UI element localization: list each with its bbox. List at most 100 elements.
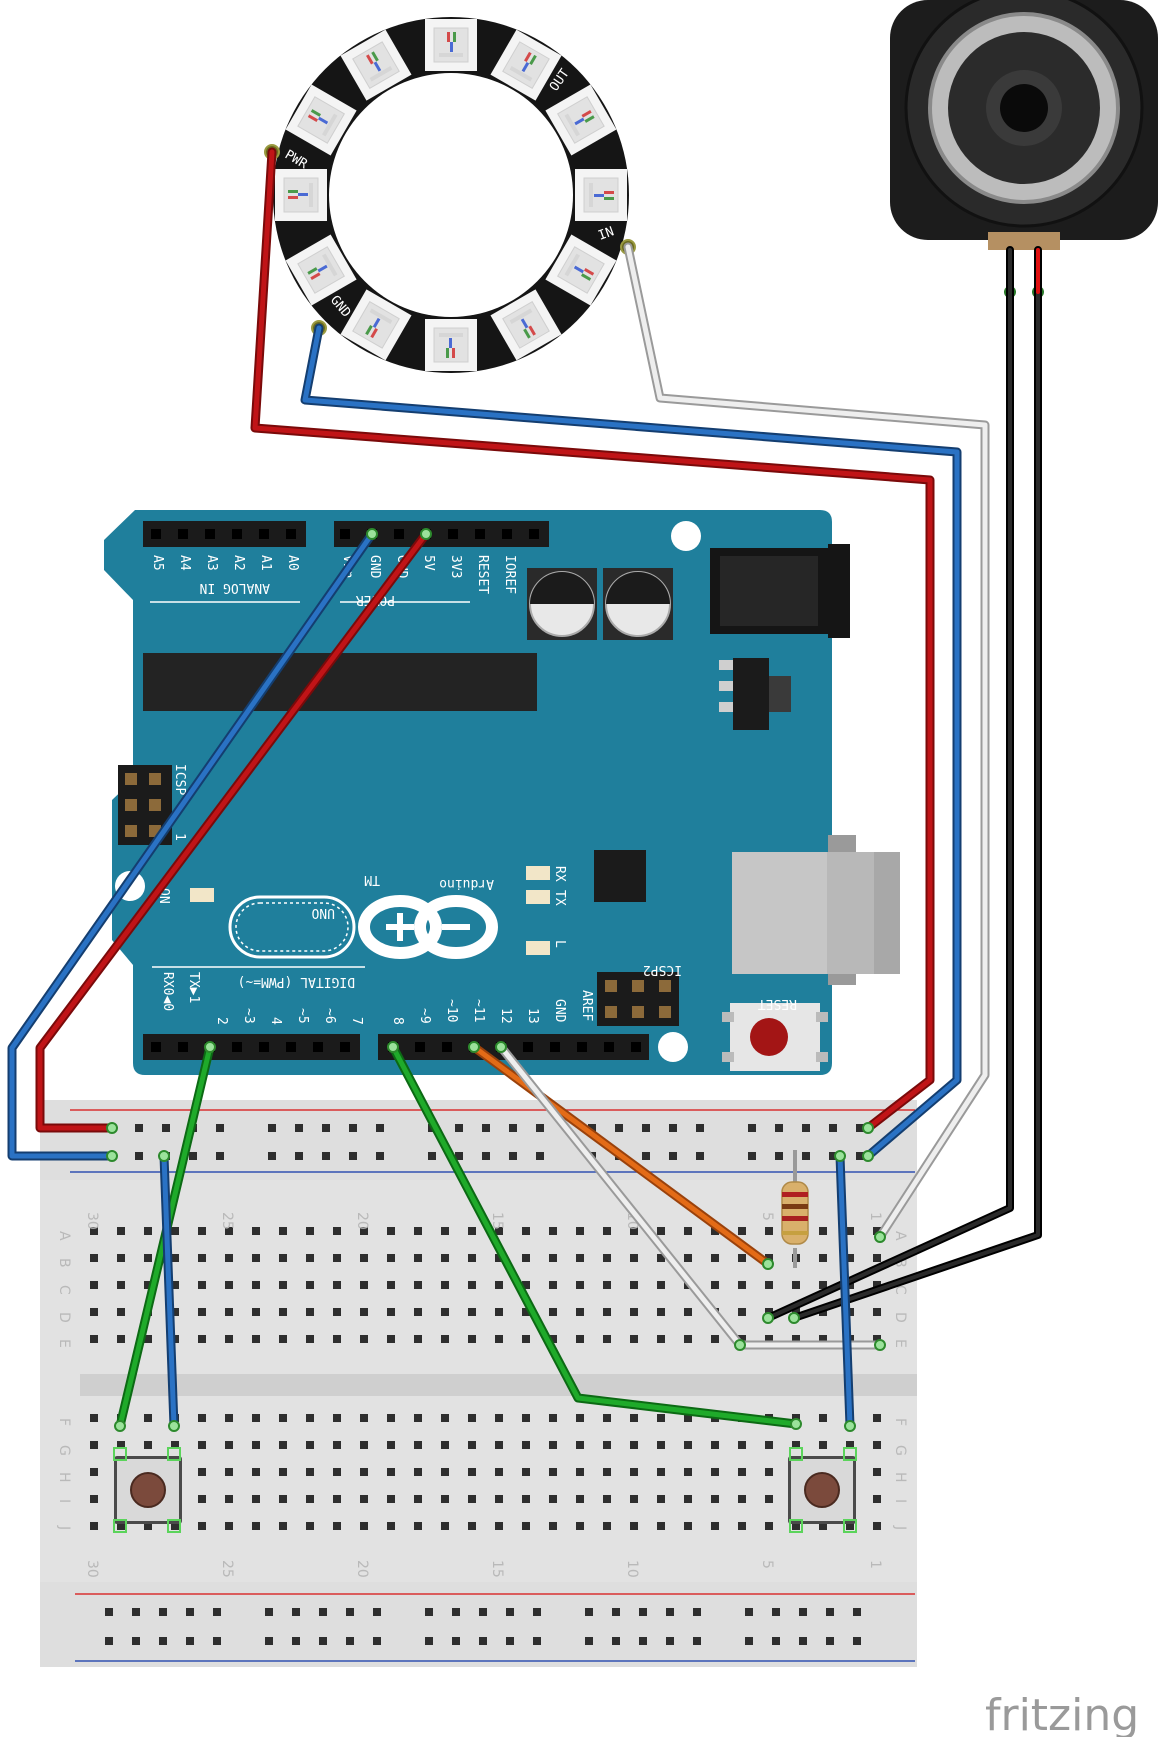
- breadboard-hole[interactable]: [414, 1414, 422, 1422]
- rail-hole[interactable]: [853, 1637, 861, 1645]
- rail-hole[interactable]: [132, 1637, 140, 1645]
- breadboard-hole[interactable]: [657, 1335, 665, 1343]
- breadboard-hole[interactable]: [252, 1335, 260, 1343]
- breadboard-hole[interactable]: [333, 1414, 341, 1422]
- breadboard-hole[interactable]: [225, 1468, 233, 1476]
- rail-hole[interactable]: [428, 1152, 436, 1160]
- header-pin[interactable]: [394, 529, 404, 539]
- header-pin[interactable]: [523, 1042, 533, 1052]
- breadboard-hole[interactable]: [279, 1335, 287, 1343]
- breadboard-hole[interactable]: [387, 1254, 395, 1262]
- wire-endpoint[interactable]: [874, 1339, 886, 1351]
- breadboard-hole[interactable]: [684, 1254, 692, 1262]
- breadboard-hole[interactable]: [117, 1335, 125, 1343]
- breadboard-hole[interactable]: [603, 1414, 611, 1422]
- breadboard-hole[interactable]: [198, 1227, 206, 1235]
- breadboard-hole[interactable]: [549, 1308, 557, 1316]
- breadboard-hole[interactable]: [333, 1495, 341, 1503]
- breadboard-hole[interactable]: [792, 1335, 800, 1343]
- breadboard-hole[interactable]: [468, 1281, 476, 1289]
- breadboard-hole[interactable]: [360, 1254, 368, 1262]
- breadboard-hole[interactable]: [711, 1522, 719, 1530]
- rail-hole[interactable]: [799, 1608, 807, 1616]
- rail-hole[interactable]: [479, 1608, 487, 1616]
- rail-hole[interactable]: [105, 1637, 113, 1645]
- rail-hole[interactable]: [745, 1608, 753, 1616]
- wire-endpoint[interactable]: [734, 1339, 746, 1351]
- usb-port[interactable]: [732, 835, 900, 985]
- breadboard-hole[interactable]: [306, 1495, 314, 1503]
- breadboard-hole[interactable]: [846, 1254, 854, 1262]
- wire-endpoint[interactable]: [204, 1041, 216, 1053]
- breadboard-hole[interactable]: [576, 1495, 584, 1503]
- breadboard-hole[interactable]: [792, 1281, 800, 1289]
- rail-hole[interactable]: [268, 1124, 276, 1132]
- header-pin[interactable]: [151, 529, 161, 539]
- breadboard-hole[interactable]: [819, 1254, 827, 1262]
- breadboard-hole[interactable]: [90, 1414, 98, 1422]
- breadboard-hole[interactable]: [468, 1254, 476, 1262]
- breadboard-hole[interactable]: [630, 1308, 638, 1316]
- rail-hole[interactable]: [612, 1608, 620, 1616]
- breadboard-hole[interactable]: [414, 1308, 422, 1316]
- breadboard-hole[interactable]: [387, 1414, 395, 1422]
- breadboard-hole[interactable]: [252, 1495, 260, 1503]
- breadboard-hole[interactable]: [495, 1281, 503, 1289]
- breadboard-hole[interactable]: [387, 1281, 395, 1289]
- breadboard-hole[interactable]: [441, 1254, 449, 1262]
- header-pin[interactable]: [232, 529, 242, 539]
- rail-hole[interactable]: [509, 1152, 517, 1160]
- breadboard-hole[interactable]: [495, 1227, 503, 1235]
- breadboard-hole[interactable]: [333, 1441, 341, 1449]
- breadboard-hole[interactable]: [873, 1414, 881, 1422]
- breadboard-hole[interactable]: [90, 1495, 98, 1503]
- wire-speaker-2[interactable]: [790, 246, 1042, 1322]
- rail-hole[interactable]: [748, 1124, 756, 1132]
- header-pin[interactable]: [286, 1042, 296, 1052]
- breadboard-hole[interactable]: [90, 1468, 98, 1476]
- rail-hole[interactable]: [829, 1124, 837, 1132]
- header-pin[interactable]: [340, 1042, 350, 1052]
- rail-hole[interactable]: [669, 1124, 677, 1132]
- breadboard-hole[interactable]: [576, 1335, 584, 1343]
- rail-hole[interactable]: [536, 1124, 544, 1132]
- breadboard-hole[interactable]: [684, 1414, 692, 1422]
- rail-hole[interactable]: [642, 1152, 650, 1160]
- breadboard-hole[interactable]: [306, 1441, 314, 1449]
- rail-hole[interactable]: [829, 1152, 837, 1160]
- header-pin[interactable]: [232, 1042, 242, 1052]
- breadboard-hole[interactable]: [198, 1441, 206, 1449]
- header-pin[interactable]: [502, 529, 512, 539]
- breadboard-hole[interactable]: [765, 1308, 773, 1316]
- rail-hole[interactable]: [693, 1637, 701, 1645]
- breadboard-hole[interactable]: [657, 1495, 665, 1503]
- breadboard-hole[interactable]: [333, 1335, 341, 1343]
- breadboard-hole[interactable]: [387, 1468, 395, 1476]
- breadboard-hole[interactable]: [495, 1522, 503, 1530]
- wire-gnd-left-button[interactable]: [159, 1151, 179, 1431]
- breadboard-hole[interactable]: [765, 1227, 773, 1235]
- breadboard-hole[interactable]: [819, 1335, 827, 1343]
- breadboard-hole[interactable]: [441, 1227, 449, 1235]
- breadboard-hole[interactable]: [468, 1335, 476, 1343]
- breadboard-hole[interactable]: [333, 1468, 341, 1476]
- header-pin[interactable]: [577, 1042, 587, 1052]
- breadboard-hole[interactable]: [252, 1308, 260, 1316]
- rail-hole[interactable]: [135, 1152, 143, 1160]
- wire-gnd-rail[interactable]: [7, 529, 377, 1161]
- breadboard-hole[interactable]: [522, 1227, 530, 1235]
- breadboard-hole[interactable]: [306, 1468, 314, 1476]
- rail-hole[interactable]: [482, 1152, 490, 1160]
- breadboard-hole[interactable]: [441, 1414, 449, 1422]
- breadboard-hole[interactable]: [873, 1468, 881, 1476]
- breadboard-hole[interactable]: [549, 1414, 557, 1422]
- breadboard-hole[interactable]: [684, 1335, 692, 1343]
- breadboard-hole[interactable]: [576, 1522, 584, 1530]
- rail-hole[interactable]: [639, 1637, 647, 1645]
- breadboard-hole[interactable]: [468, 1227, 476, 1235]
- rail-hole[interactable]: [132, 1608, 140, 1616]
- breadboard-hole[interactable]: [225, 1414, 233, 1422]
- rail-hole[interactable]: [745, 1637, 753, 1645]
- breadboard-hole[interactable]: [657, 1414, 665, 1422]
- wire-neopixel-ground[interactable]: [300, 323, 962, 1161]
